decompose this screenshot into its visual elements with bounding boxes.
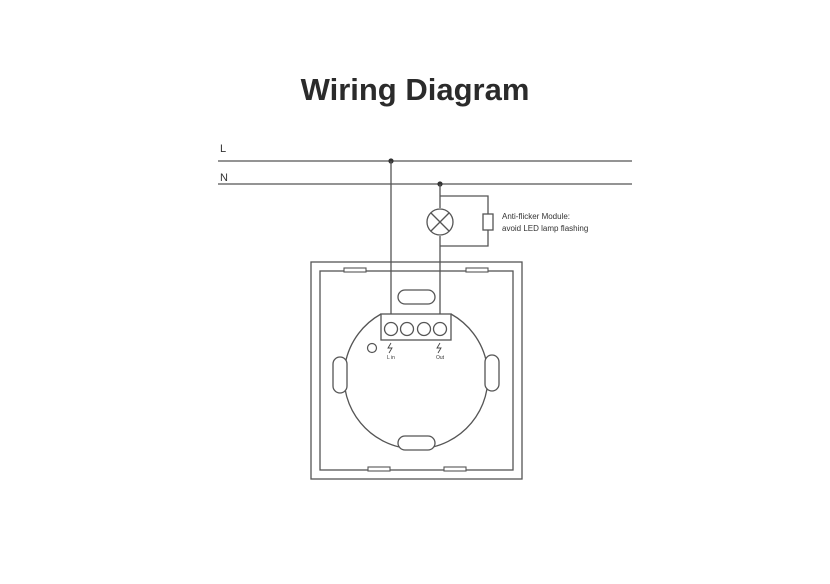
switch-backplate: [310, 261, 523, 480]
right-mounting-slot: [484, 354, 500, 392]
anti-flicker-module-icon: [482, 213, 494, 231]
frame-clips: [343, 267, 489, 472]
diagram-title: Wiring Diagram: [300, 72, 530, 107]
lin-terminal-label: L in: [387, 355, 395, 361]
lin-lightning-icon: [387, 342, 393, 354]
out-lightning-icon: [436, 342, 442, 354]
module-label-line2: avoid LED lamp flashing: [502, 224, 588, 233]
left-mounting-slot: [332, 356, 348, 394]
terminal-block: [380, 313, 452, 341]
terminal-screw-out: [432, 321, 448, 337]
lamp-icon: [426, 208, 454, 236]
bottom-mounting-slot: [397, 435, 436, 451]
live-line-label: L: [220, 143, 226, 155]
top-mounting-slot: [397, 289, 436, 305]
terminal-screw-2: [399, 321, 415, 337]
module-label-line1: Anti-flicker Module:: [502, 212, 570, 221]
terminal-screw-3: [416, 321, 432, 337]
neutral-line-label: N: [220, 172, 228, 184]
indicator-circle: [366, 342, 378, 354]
terminal-screw-lin: [383, 321, 399, 337]
out-terminal-label: Out: [436, 355, 445, 361]
